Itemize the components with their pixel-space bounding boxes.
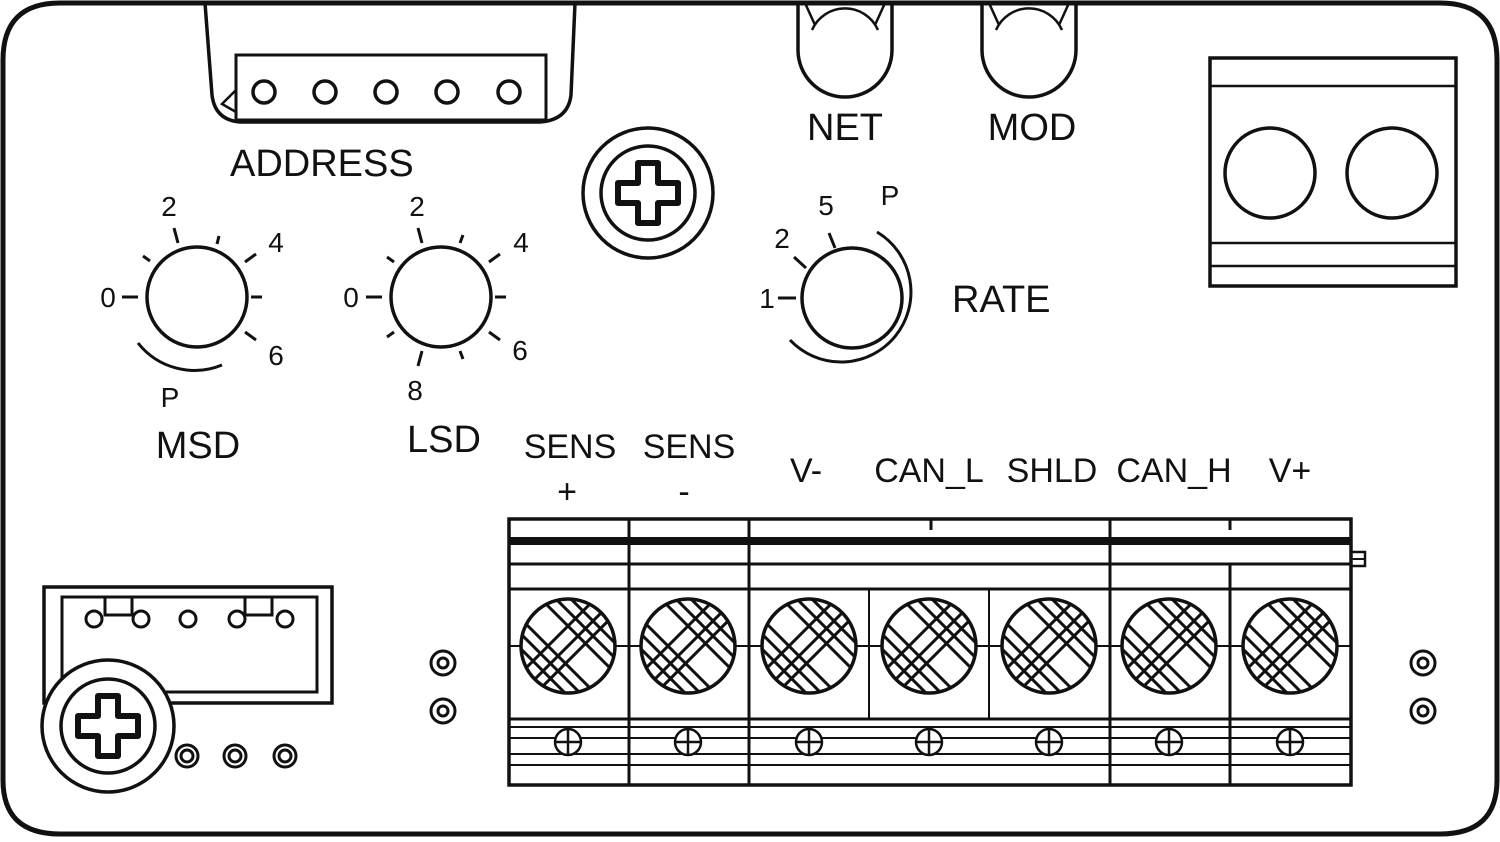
power-connector (1208, 56, 1458, 288)
clamp-screw-icon (914, 727, 944, 757)
msd-label: MSD (156, 425, 240, 467)
terminal-label-v-minus: V- (790, 452, 822, 490)
terminal-screw-shld[interactable] (989, 586, 1109, 706)
terminal-screw-v-minus[interactable] (749, 586, 869, 706)
terminal-screw-v-plus[interactable] (1230, 586, 1350, 706)
terminal-label-sens-plus-sign: + (557, 473, 577, 511)
bottom-rivets (174, 743, 298, 769)
terminal-screw-sens-minus[interactable] (628, 586, 748, 706)
terminal-label-shld: SHLD (1007, 452, 1098, 490)
rate-pos-1: 1 (759, 283, 775, 314)
clamp-screw-icon (1275, 727, 1305, 757)
clamp-screw-icon (794, 727, 824, 757)
terminal-label-sens-minus-sign: - (678, 473, 689, 511)
address-connector (203, 2, 577, 124)
mod-led (980, 2, 1078, 99)
net-label: NET (807, 107, 883, 149)
mod-label: MOD (988, 107, 1077, 149)
msd-pos-4: 4 (268, 227, 284, 258)
rate-pos-p: P (881, 180, 900, 211)
clamp-screw-icon (1154, 727, 1184, 757)
msd-pos-0: 0 (100, 282, 116, 313)
lsd-pos-4: 4 (513, 227, 529, 258)
lsd-label: LSD (407, 419, 481, 461)
terminal-label-can-h: CAN_H (1116, 452, 1231, 490)
address-label: ADDRESS (230, 143, 414, 185)
mounting-screw-bottom (40, 658, 176, 794)
rate-label: RATE (952, 279, 1051, 321)
side-rivets (429, 649, 1437, 725)
aux-connector (42, 585, 334, 705)
terminal-label-sens-plus: SENS (524, 428, 617, 466)
terminal-block (507, 517, 1367, 787)
clamp-screw-icon (673, 727, 703, 757)
net-led (796, 2, 894, 99)
terminal-screw-sens-plus[interactable] (508, 586, 628, 706)
lsd-pos-2: 2 (409, 191, 425, 222)
terminal-screw-can-l[interactable] (869, 586, 989, 706)
clamp-screws (553, 727, 1305, 757)
lsd-pos-8: 8 (407, 375, 423, 406)
rate-pos-5: 5 (818, 190, 834, 221)
lsd-pos-6: 6 (512, 335, 528, 366)
mounting-screw-center (581, 126, 715, 260)
clamp-screw-icon (1034, 727, 1064, 757)
terminal-label-v-plus: V+ (1269, 452, 1312, 490)
terminal-label-can-l: CAN_L (874, 452, 984, 490)
terminal-screw-can-h[interactable] (1109, 586, 1229, 706)
clamp-screw-icon (553, 727, 583, 757)
terminal-label-sens-minus: SENS (643, 428, 736, 466)
msd-pos-p: P (161, 382, 180, 413)
msd-pos-2: 2 (161, 191, 177, 222)
msd-switch[interactable] (122, 227, 262, 372)
rate-switch[interactable] (778, 230, 913, 364)
rate-pos-2: 2 (774, 223, 790, 254)
lsd-switch[interactable] (366, 227, 506, 367)
lsd-pos-0: 0 (343, 282, 359, 313)
msd-pos-6: 6 (268, 340, 284, 371)
